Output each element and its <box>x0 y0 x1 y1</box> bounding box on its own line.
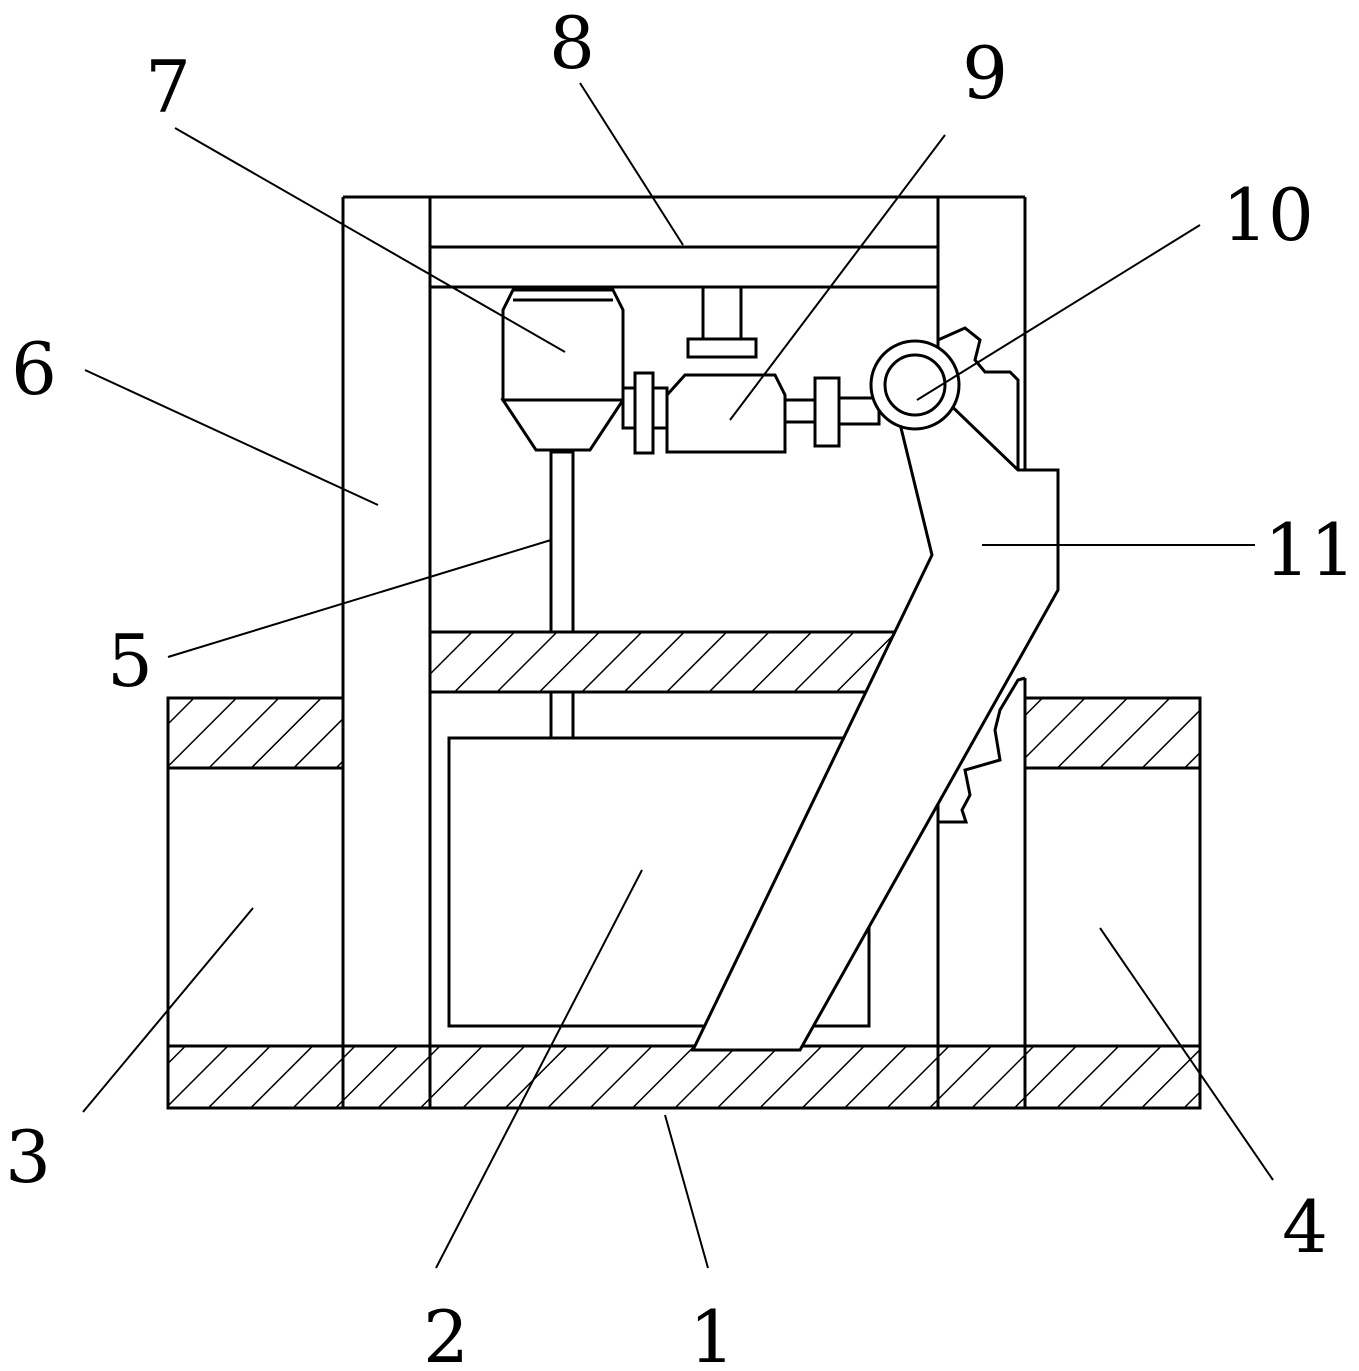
right-pipe <box>1023 696 1202 1046</box>
label-8: 8 <box>549 1 595 85</box>
label-7: 7 <box>145 45 191 129</box>
label-1: 1 <box>689 1295 735 1371</box>
top-beam <box>430 245 938 289</box>
label-4: 4 <box>1282 1185 1328 1269</box>
base-plate <box>166 1044 1202 1110</box>
rod <box>549 450 575 740</box>
stop-block <box>938 676 1026 824</box>
pivot <box>869 339 961 431</box>
left-pipe <box>166 696 345 1046</box>
label-2: 2 <box>423 1295 469 1371</box>
label-5: 5 <box>107 619 153 703</box>
labels: 1 2 3 4 5 6 7 8 9 10 11 <box>5 1 1356 1371</box>
motor <box>500 288 626 452</box>
middle-slab <box>428 630 902 694</box>
label-6: 6 <box>11 327 57 411</box>
actuator <box>665 285 881 454</box>
label-11: 11 <box>1264 508 1356 592</box>
label-9: 9 <box>962 31 1008 115</box>
coupling-left <box>621 371 669 455</box>
label-3: 3 <box>5 1115 51 1199</box>
lever-arm <box>690 393 1060 1052</box>
label-10: 10 <box>1222 173 1314 257</box>
leader-lines <box>82 82 1274 1269</box>
